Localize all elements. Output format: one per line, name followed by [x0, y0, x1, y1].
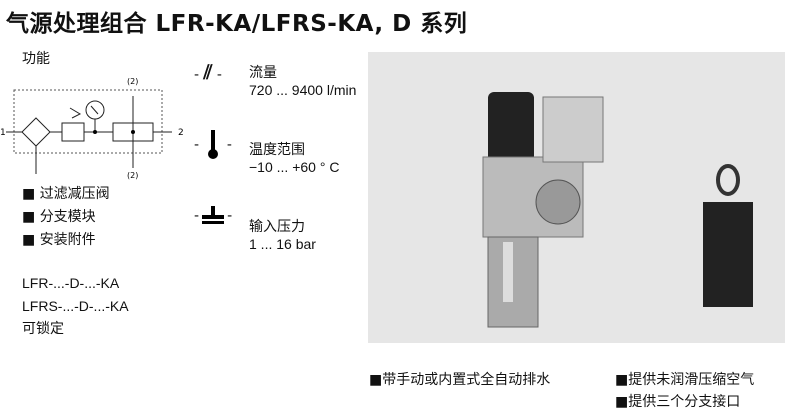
product-image	[482, 92, 753, 328]
bottom-bullet: ■提供三个分支接口	[615, 394, 741, 410]
product-image-panel	[368, 52, 785, 343]
lockable-label: 可锁定	[22, 321, 64, 337]
model-name: LFR-...-D-...-KA	[22, 275, 120, 291]
function-label: 功能	[22, 51, 50, 67]
model-name: LFRS-...-D-...-KA	[22, 298, 129, 314]
branch-top: (2)	[127, 77, 138, 86]
spec-temperature: 温度范围 −10 ... +60 ° C	[249, 142, 340, 175]
feature-item: ■ 安装附件	[22, 232, 96, 248]
branch-bottom: (2)	[127, 171, 138, 180]
pressure-icon: --	[194, 206, 233, 224]
thermometer-icon: - -	[194, 130, 232, 160]
feature-list: ■ 过滤减压阀 ■ 分支模块 ■ 安装附件	[22, 183, 110, 252]
spec-flow: 流量 720 ... 9400 l/min	[249, 65, 357, 98]
port-1: 1	[0, 128, 6, 138]
feature-item: ■ 过滤减压阀	[22, 186, 110, 202]
flow-icon: - ⫽ -	[194, 60, 222, 84]
bottom-bullet: ■带手动或内置式全自动排水	[369, 372, 551, 388]
page-title: 气源处理组合 LFR-KA/LFRS-KA, D 系列	[6, 11, 468, 37]
feature-item: ■ 分支模块	[22, 209, 96, 225]
bottom-bullet: ■提供未润滑压缩空气	[615, 372, 755, 388]
spec-pressure: 输入压力 1 ... 16 bar	[249, 219, 316, 252]
circuit-diagram: 1 2 (2) (2)	[0, 77, 184, 180]
port-2: 2	[178, 128, 184, 138]
